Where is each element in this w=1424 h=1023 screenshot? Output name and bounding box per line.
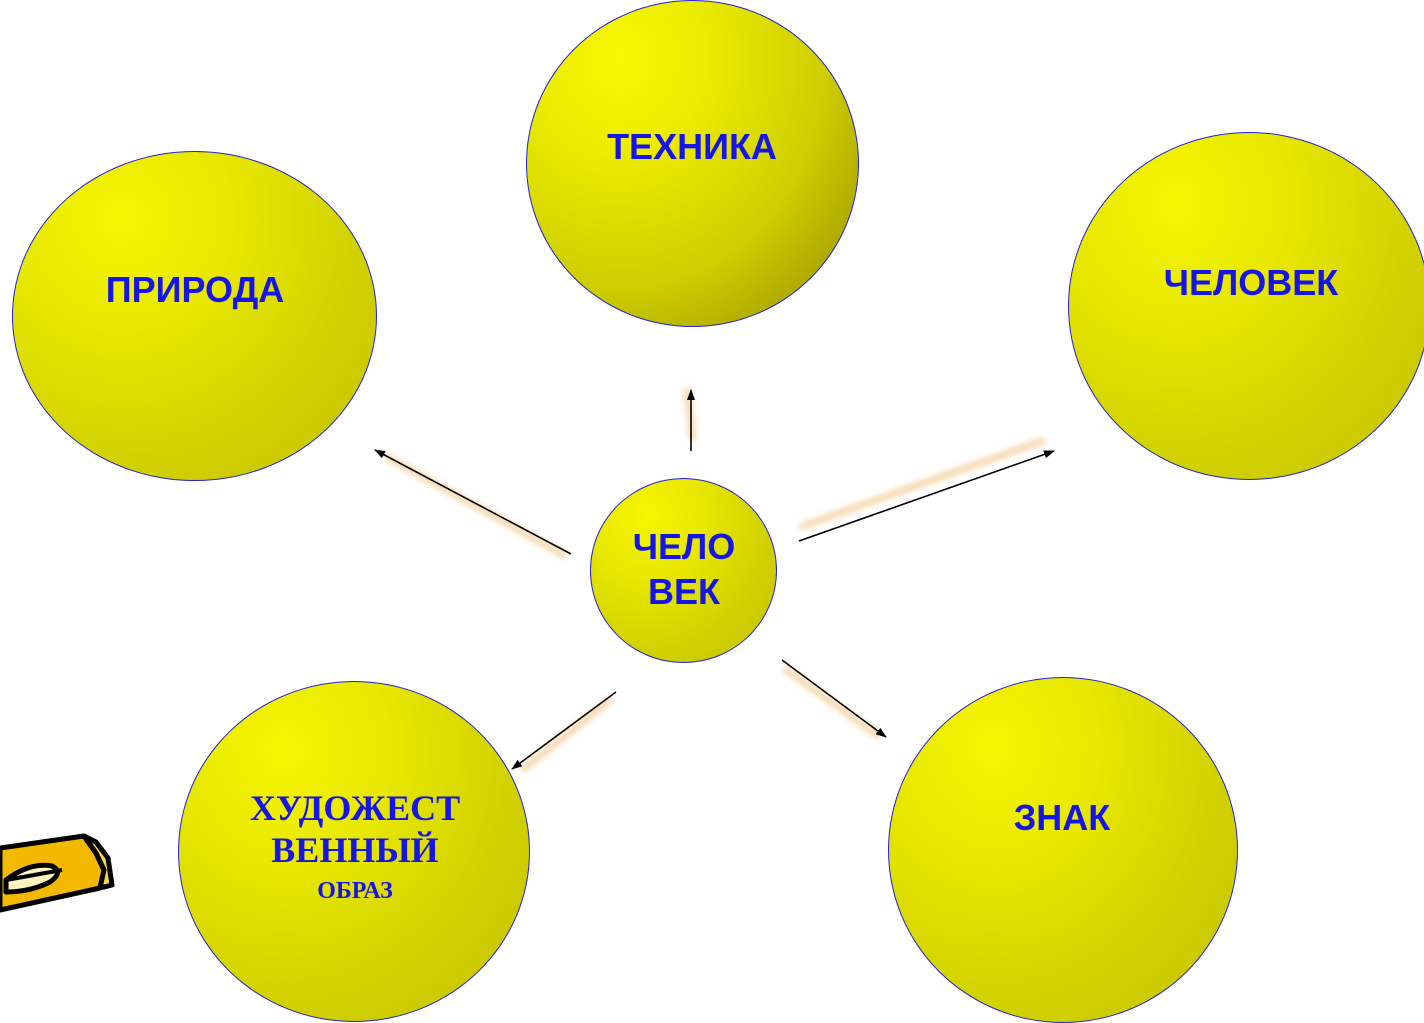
node-obraz-line3: ОБРАЗ bbox=[317, 878, 393, 904]
arrow-to-priroda bbox=[374, 449, 572, 555]
node-chelovek bbox=[1068, 132, 1424, 480]
arrow-to-chelovek bbox=[798, 450, 1055, 542]
node-obraz bbox=[178, 681, 530, 1022]
arrow-to-obraz bbox=[511, 691, 617, 770]
node-center-label: ЧЕЛО ВЕК bbox=[633, 524, 736, 614]
node-center-line1: ЧЕЛО bbox=[632, 526, 736, 567]
node-znak bbox=[888, 677, 1238, 1023]
node-chelovek-label: ЧЕЛОВЕК bbox=[1163, 262, 1339, 303]
node-obraz-line1: ХУДОЖЕСТ bbox=[249, 788, 461, 828]
arrow-to-znak bbox=[781, 659, 887, 738]
node-technika bbox=[526, 0, 859, 327]
node-obraz-line2: ВЕННЫЙ bbox=[271, 830, 439, 870]
node-priroda bbox=[12, 151, 377, 481]
node-center-line2: ВЕК bbox=[648, 571, 720, 612]
node-obraz-label: ХУДОЖЕСТ ВЕННЫЙ ОБРАЗ bbox=[250, 787, 460, 911]
node-znak-label: ЗНАК bbox=[1013, 797, 1111, 838]
pencil-icon bbox=[0, 833, 115, 913]
node-technika-label: ТЕХНИКА bbox=[607, 126, 777, 167]
arrow-glows bbox=[383, 387, 1047, 773]
node-center bbox=[590, 478, 777, 663]
node-priroda-label: ПРИРОДА bbox=[105, 269, 285, 310]
